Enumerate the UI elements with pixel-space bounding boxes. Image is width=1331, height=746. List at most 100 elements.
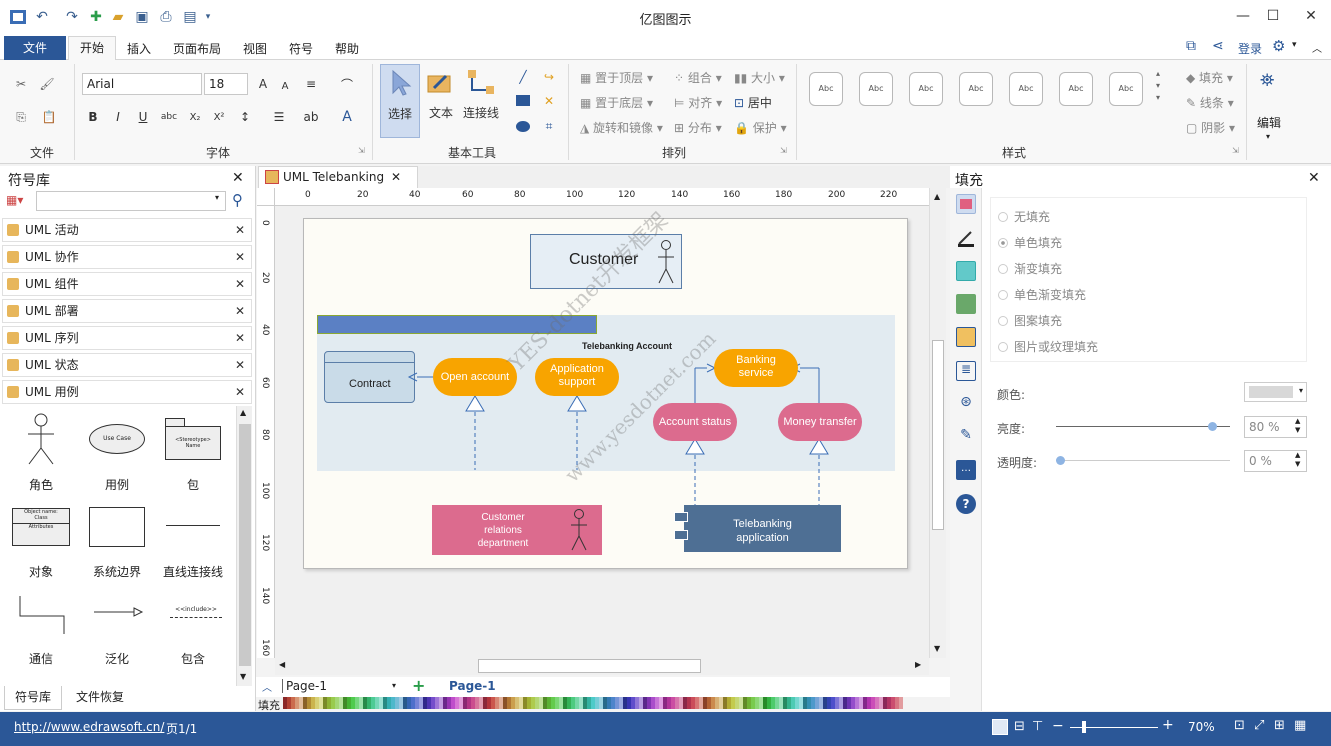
library-menu-icon[interactable]: ▦▾	[6, 193, 24, 207]
align-button[interactable]: ⊨ 对齐 ▾	[674, 96, 723, 110]
palette-swatch[interactable]	[327, 697, 331, 709]
brightness-slider-thumb[interactable]	[1208, 422, 1217, 431]
grid-view-icon[interactable]: ▦	[1294, 718, 1307, 733]
palette-swatch[interactable]	[723, 697, 727, 709]
palette-swatch[interactable]	[643, 697, 647, 709]
palette-swatch[interactable]	[487, 697, 491, 709]
straight-connector-shape-icon[interactable]	[166, 525, 220, 526]
fill-option-picture[interactable]: 图片或纹理填充	[998, 338, 1098, 355]
palette-swatch[interactable]	[499, 697, 503, 709]
palette-swatch[interactable]	[395, 697, 399, 709]
page-nav-up-icon[interactable]: ︿	[262, 683, 272, 694]
palette-swatch[interactable]	[651, 697, 655, 709]
palette-swatch[interactable]	[403, 697, 407, 709]
palette-swatch[interactable]	[755, 697, 759, 709]
cross-tool-icon[interactable]: ✕	[543, 94, 555, 108]
palette-swatch[interactable]	[727, 697, 731, 709]
font-name-select[interactable]: Arial	[82, 73, 202, 95]
palette-swatch[interactable]	[835, 697, 839, 709]
page-tab-1[interactable]: Page-1	[449, 679, 496, 693]
cut-icon[interactable]: ✂	[15, 77, 27, 91]
palette-swatch[interactable]	[663, 697, 667, 709]
add-page-icon[interactable]: +	[412, 676, 426, 695]
scroll-down-icon[interactable]: ▼	[240, 672, 247, 681]
share-icon[interactable]: ⋖	[1212, 38, 1224, 54]
palette-swatch[interactable]	[443, 697, 447, 709]
library-scroll-thumb[interactable]	[239, 424, 251, 666]
menu-symbol[interactable]: 符号	[289, 42, 314, 56]
text-tool-button[interactable]: 文本	[424, 64, 458, 138]
library-item-uml-usecase[interactable]: UML 用例✕	[2, 380, 252, 404]
palette-swatch[interactable]	[639, 697, 643, 709]
palette-swatch[interactable]	[367, 697, 371, 709]
palette-swatch[interactable]	[671, 697, 675, 709]
palette-swatch[interactable]	[599, 697, 603, 709]
palette-swatch[interactable]	[667, 697, 671, 709]
palette-swatch[interactable]	[795, 697, 799, 709]
export-icon[interactable]: ▤	[183, 9, 197, 25]
palette-swatch[interactable]	[859, 697, 863, 709]
canvas-hscroll-thumb[interactable]	[478, 659, 701, 673]
open-account-usecase[interactable]: Open account	[433, 358, 517, 396]
close-icon[interactable]: ✕	[234, 304, 245, 318]
palette-swatch[interactable]	[747, 697, 751, 709]
page-select[interactable]: Page-1	[282, 679, 402, 693]
line-button[interactable]: ✎ 线条 ▾	[1186, 96, 1234, 110]
system-boundary-shape-icon[interactable]	[89, 507, 145, 547]
palette-swatch[interactable]	[891, 697, 895, 709]
palette-swatch[interactable]	[791, 697, 795, 709]
package-shape-icon[interactable]: <Stereotype>Name	[165, 426, 221, 460]
generalization-shape-icon[interactable]	[92, 606, 144, 618]
print-icon[interactable]: ⎙	[160, 9, 172, 25]
palette-swatch[interactable]	[319, 697, 323, 709]
font-dialog-launcher-icon[interactable]: ⇲	[358, 146, 365, 155]
palette-swatch[interactable]	[583, 697, 587, 709]
tab-symbol-library[interactable]: 符号库	[4, 686, 63, 710]
library-close-icon[interactable]: ✕	[232, 170, 244, 186]
scroll-up-icon[interactable]: ▲	[934, 192, 941, 201]
palette-swatch[interactable]	[695, 697, 699, 709]
page-select-dropdown-icon[interactable]: ▾	[392, 681, 397, 690]
palette-swatch[interactable]	[439, 697, 443, 709]
canvas-horizontal-scrollbar[interactable]: ◀▶	[275, 658, 929, 675]
close-icon[interactable]: ✕	[234, 331, 245, 345]
palette-swatch[interactable]	[307, 697, 311, 709]
palette-swatch[interactable]	[343, 697, 347, 709]
palette-swatch[interactable]	[883, 697, 887, 709]
color-picker[interactable]: ▾	[1244, 382, 1307, 402]
scroll-right-icon[interactable]: ▶	[915, 660, 922, 669]
fill-option-none[interactable]: 无填充	[998, 208, 1050, 225]
transparency-spinner-icon[interactable]: ▲▼	[1295, 451, 1301, 468]
brightness-slider-track[interactable]	[1056, 426, 1230, 427]
palette-swatch[interactable]	[375, 697, 379, 709]
palette-swatch[interactable]	[311, 697, 315, 709]
communication-shape-icon[interactable]	[18, 594, 66, 636]
palette-swatch[interactable]	[763, 697, 767, 709]
palette-swatch[interactable]	[555, 697, 559, 709]
palette-swatch[interactable]	[655, 697, 659, 709]
palette-swatch[interactable]	[435, 697, 439, 709]
palette-swatch[interactable]	[475, 697, 479, 709]
bold-icon[interactable]: B	[88, 110, 98, 124]
palette-swatch[interactable]	[615, 697, 619, 709]
palette-swatch[interactable]	[595, 697, 599, 709]
center-button[interactable]: ⊡ 居中	[734, 94, 772, 111]
palette-swatch[interactable]	[707, 697, 711, 709]
actor-shape-icon[interactable]	[24, 412, 58, 468]
palette-swatch[interactable]	[507, 697, 511, 709]
style-preset-4[interactable]: Abc	[959, 72, 993, 106]
close-icon[interactable]: ✕	[234, 223, 245, 237]
library-item-uml-sequence[interactable]: UML 序列✕	[2, 326, 252, 350]
library-item-uml-activity[interactable]: UML 活动✕	[2, 218, 252, 242]
palette-swatch[interactable]	[719, 697, 723, 709]
paste-icon[interactable]: 📋	[41, 110, 57, 124]
palette-swatch[interactable]	[811, 697, 815, 709]
palette-swatch[interactable]	[619, 697, 623, 709]
text-align-icon[interactable]: ≡	[305, 77, 317, 91]
palette-swatch[interactable]	[847, 697, 851, 709]
close-window-button[interactable]: ✕	[1305, 8, 1317, 24]
palette-swatch[interactable]	[391, 697, 395, 709]
palette-swatch[interactable]	[843, 697, 847, 709]
library-item-uml-state[interactable]: UML 状态✕	[2, 353, 252, 377]
